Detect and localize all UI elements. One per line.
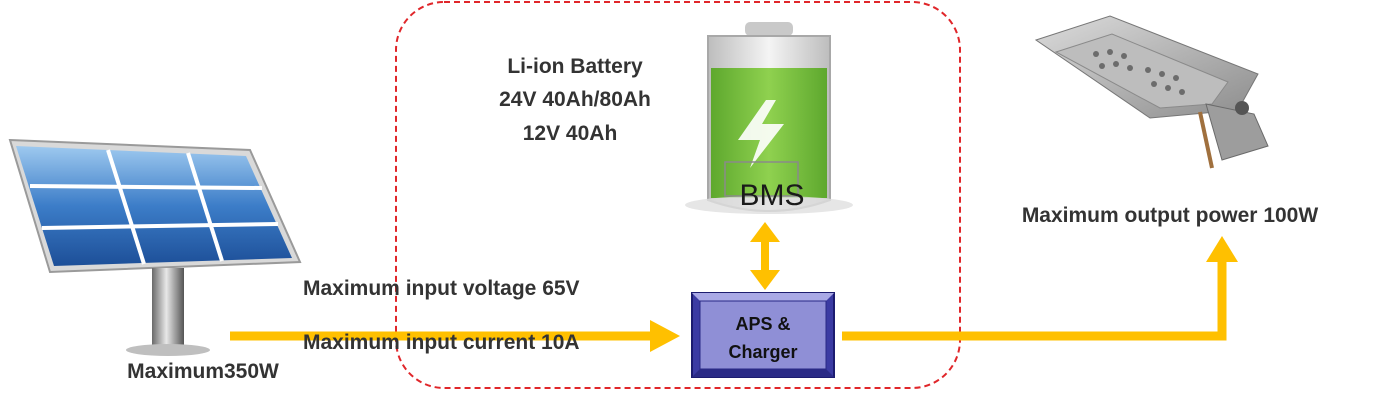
battery-spec-24v: 24V 40Ah/80Ah — [499, 88, 651, 111]
solar-panel-icon — [8, 138, 302, 356]
aps-charger-box — [691, 292, 835, 378]
charger-label-line2: Charger — [728, 342, 797, 362]
street-lamp-icon — [1034, 15, 1269, 169]
battery-type-label: Li-ion Battery — [507, 55, 643, 78]
input-current-label: Maximum input current 10A — [303, 331, 580, 354]
battery-charger-double-arrow — [750, 222, 780, 290]
output-power-arrow — [842, 236, 1238, 341]
charger-label-line1: APS & — [735, 314, 790, 334]
input-power-arrow — [230, 320, 680, 352]
battery-subsystem-boundary — [395, 1, 961, 389]
solar-max-power-label: Maximum350W — [127, 360, 279, 383]
output-power-label: Maximum output power 100W — [1022, 204, 1319, 227]
bms-label: BMS — [739, 179, 804, 212]
input-voltage-label: Maximum input voltage 65V — [303, 277, 580, 300]
battery-spec-12v: 12V 40Ah — [523, 122, 618, 145]
battery-icon — [685, 22, 853, 214]
